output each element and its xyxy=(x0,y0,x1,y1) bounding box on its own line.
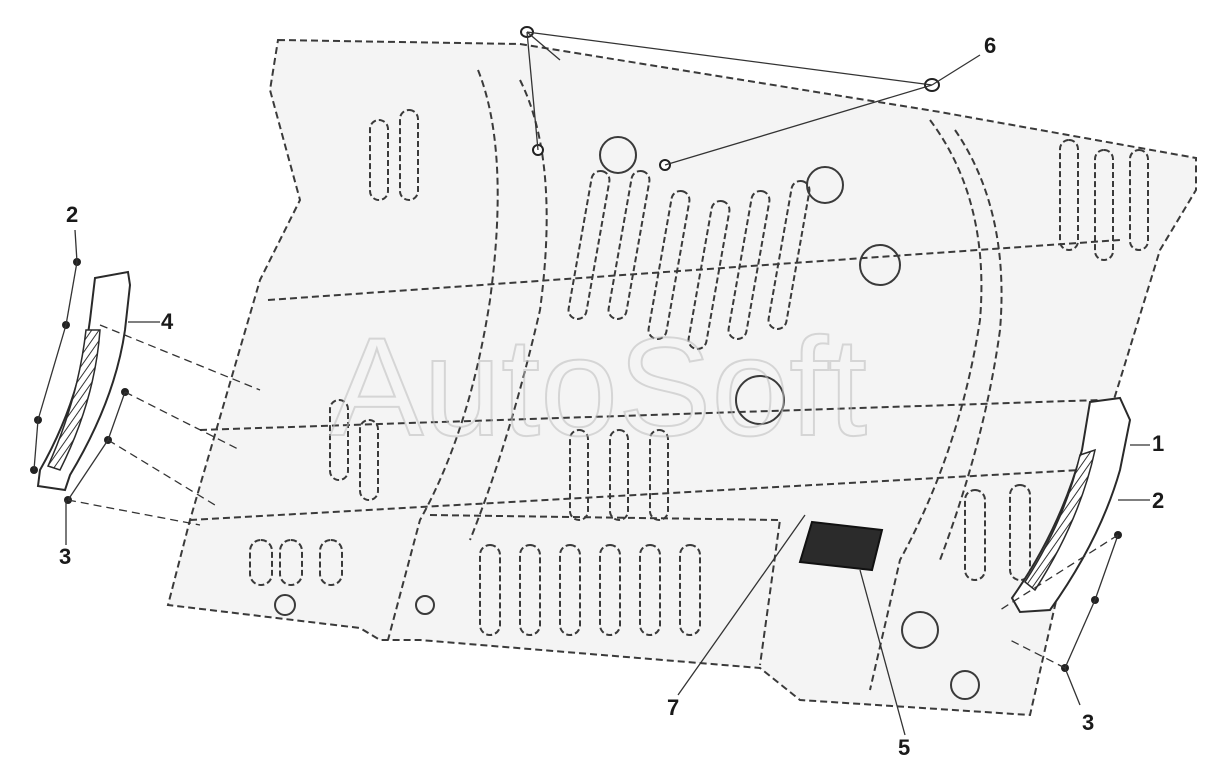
callout-1: 1 xyxy=(1152,431,1165,456)
watermark: AutoSoft xyxy=(330,308,867,465)
callout-2-left: 2 xyxy=(66,202,79,227)
floor-holes xyxy=(274,136,980,700)
insulation-pad xyxy=(798,520,884,572)
left-arch-trim xyxy=(36,270,132,492)
floor-panel xyxy=(166,38,1197,717)
floor-ribs xyxy=(249,109,1149,636)
callout-3-left: 3 xyxy=(59,544,72,569)
callout-4: 4 xyxy=(161,309,174,334)
callout-6: 6 xyxy=(984,33,997,58)
callout-7: 7 xyxy=(667,695,680,720)
callout-2-right: 2 xyxy=(1152,488,1165,513)
right-arch-trim xyxy=(1010,396,1132,614)
leader-lines xyxy=(33,31,1150,736)
floor-tunnel xyxy=(189,69,1121,691)
callout-5: 5 xyxy=(898,735,911,760)
callout-3-right: 3 xyxy=(1082,710,1095,735)
